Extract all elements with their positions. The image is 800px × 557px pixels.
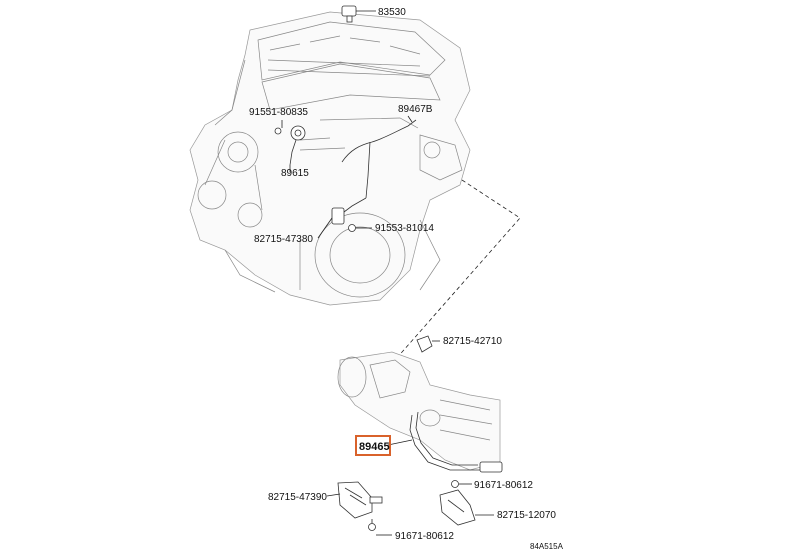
oil-pressure-switch-part [341, 5, 357, 23]
label-89615[interactable]: 89615 [281, 168, 309, 179]
sensor-bracket-left [337, 481, 383, 519]
label-82715-42710[interactable]: 82715-42710 [443, 336, 502, 347]
engine-assembly-illustration [189, 11, 471, 306]
label-91671-80612-top[interactable]: 91671-80612 [474, 480, 533, 491]
label-91671-80612-bottom[interactable]: 91671-80612 [395, 531, 454, 542]
highlight-box-89465 [355, 435, 391, 456]
label-83530[interactable]: 83530 [378, 7, 406, 18]
label-82715-47390[interactable]: 82715-47390 [268, 492, 327, 503]
label-82715-47380[interactable]: 82715-47380 [254, 234, 313, 245]
label-91551-80835[interactable]: 91551-80835 [249, 107, 308, 118]
label-89465[interactable]: 89465 [359, 441, 390, 453]
knock-sensor-part [289, 125, 306, 166]
figure-code: 84A515A [530, 542, 564, 551]
label-89467b[interactable]: 89467B [398, 104, 433, 115]
label-82715-12070[interactable]: 82715-12070 [497, 510, 556, 521]
sensor-bracket-right [439, 489, 476, 526]
label-91553-81014[interactable]: 91553-81014 [375, 223, 434, 234]
